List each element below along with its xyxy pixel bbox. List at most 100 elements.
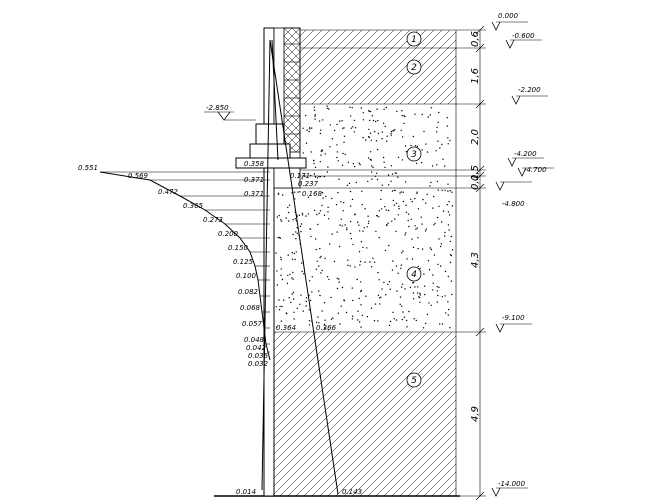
sand-dot (424, 293, 426, 296)
sand-dot (391, 173, 394, 175)
sand-dot (333, 260, 336, 263)
sand-dot (319, 256, 321, 259)
sand-dot (419, 294, 421, 296)
sand-dot (388, 281, 391, 283)
sand-dot (277, 193, 280, 195)
sand-dot (423, 273, 425, 275)
sand-dot (384, 125, 386, 128)
pressure-value-label: 0.125 (233, 258, 254, 266)
sand-dot (360, 289, 363, 292)
sand-dot (393, 204, 395, 206)
sand-dot (404, 181, 407, 183)
sand-dot (335, 204, 338, 206)
sand-dot (400, 286, 403, 288)
sand-dot (433, 254, 436, 256)
sand-dot (278, 309, 281, 311)
sand-dot (441, 323, 444, 325)
sand-dot (336, 144, 338, 146)
sand-dot (340, 218, 342, 220)
top-pressure-label: 0.171 (290, 172, 310, 180)
sand-dot (287, 206, 289, 209)
sand-dot (314, 114, 316, 116)
sand-dot (387, 209, 390, 212)
sand-dot (394, 129, 396, 131)
layer-1-fill (300, 30, 456, 48)
sand-dot (314, 176, 317, 178)
sand-dot (371, 171, 373, 173)
sand-dot (359, 164, 361, 166)
sand-dot (301, 270, 303, 273)
sand-dot (378, 236, 380, 239)
sand-dot (388, 244, 390, 247)
sand-dot (354, 165, 356, 168)
sand-dot (340, 201, 342, 203)
layer-number: 1 (411, 35, 417, 45)
pressure-value-label: 0.036 (248, 352, 269, 360)
sand-dot (311, 291, 313, 293)
sand-dot (431, 165, 434, 167)
sand-dot (404, 288, 406, 290)
sand-dot (360, 326, 362, 328)
sand-dot (319, 210, 322, 212)
sand-dot (336, 156, 338, 159)
sand-dot (367, 215, 369, 217)
sand-dot (378, 279, 380, 281)
sand-dot (395, 230, 397, 233)
sand-dot (341, 164, 344, 166)
sand-dot (393, 318, 395, 320)
sand-dot (306, 129, 308, 131)
sand-dot (356, 278, 358, 281)
sand-dot (336, 287, 339, 290)
sand-dot (370, 307, 373, 309)
sand-dot (318, 265, 320, 267)
sand-dot (292, 291, 295, 294)
sand-dot (390, 134, 392, 136)
sand-dot (351, 315, 354, 317)
sand-dot (347, 264, 349, 266)
sand-dot (297, 191, 299, 193)
layer4-pressure-label: 0.366 (316, 324, 337, 332)
elevation-marker (491, 21, 501, 31)
sand-dot (308, 324, 311, 326)
sand-dot (436, 216, 439, 219)
sand-dot (360, 241, 363, 243)
sand-dot (414, 286, 416, 288)
sand-dot (388, 324, 391, 327)
wall (235, 27, 339, 497)
elevation-marker (507, 157, 517, 167)
sand-dot (434, 222, 436, 225)
sand-dot (358, 251, 361, 253)
soil-layers (214, 29, 460, 497)
sand-dot (328, 108, 330, 110)
sand-dot (436, 131, 438, 133)
sand-dot (417, 247, 419, 250)
sand-dot (432, 289, 434, 291)
sand-dot (432, 207, 434, 209)
sand-dot (400, 129, 402, 131)
sand-dot (437, 189, 439, 191)
sand-dot (313, 159, 315, 162)
sand-dot (285, 312, 288, 314)
sand-dot (373, 320, 376, 322)
sand-dot (391, 269, 394, 271)
sand-dot (290, 301, 292, 304)
elevation-marker (511, 95, 521, 105)
sand-dot (447, 314, 449, 316)
sand-dot (351, 287, 353, 289)
sand-dot (346, 184, 349, 186)
sand-dot (276, 284, 278, 286)
sand-dot (381, 138, 383, 140)
sand-dot (450, 254, 452, 257)
sand-dot (447, 224, 450, 226)
sand-dot (402, 311, 404, 313)
sand-dot (320, 255, 322, 258)
sand-dot (332, 317, 334, 319)
sand-dot (398, 208, 400, 210)
sand-dot (415, 162, 418, 164)
sand-dot (336, 151, 339, 153)
sand-dot (447, 275, 449, 278)
sand-dot (280, 320, 283, 322)
sand-dot (319, 247, 321, 250)
sand-dot (324, 257, 326, 260)
